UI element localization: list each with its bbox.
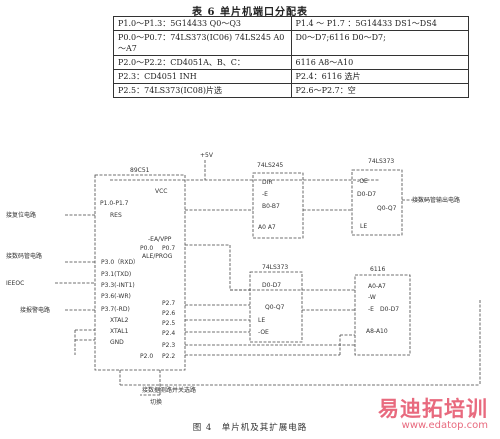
table-title: 表 6 单片机端口分配表 xyxy=(192,7,308,18)
mcu-pin-label: GND xyxy=(110,339,124,346)
ext-label-reset: 接复位电路 xyxy=(6,211,36,219)
ext-label-display2: 接数码管电路 xyxy=(6,252,42,260)
ic6116-pin: A0-A7 xyxy=(368,283,386,290)
ic6116-pin: -W xyxy=(368,294,376,301)
ic373a-body xyxy=(351,169,403,236)
mcu-pin-label: P1.0-P1.7 xyxy=(100,200,129,207)
ic373b-pin: D0-D7 xyxy=(262,282,281,289)
ic245-pin: B0-B7 xyxy=(262,203,280,210)
mcu-pin-label: VCC xyxy=(155,188,167,195)
ic373a-pin: -OE xyxy=(357,178,368,185)
mcu-pin-label: P3.3(-INT1) xyxy=(101,282,135,289)
ext-label-rs: 接数据测路并关选路 xyxy=(142,386,196,394)
mcu-pin-label: P2.4 xyxy=(162,330,175,337)
mcu-pin-label: P0.0 xyxy=(140,245,153,252)
mcu-pin-label: P3.6(-WR) xyxy=(101,293,131,300)
watermark-text: 易迪拓培训 xyxy=(378,397,488,421)
table-cell: P0.0～P0.7：74LS373(IC06) 74LS245 A0～A7 xyxy=(113,30,292,56)
mcu-pin-label: P2.2 xyxy=(162,353,175,360)
mcu-pin-label: P2.6 xyxy=(162,310,175,317)
ic373a-name: 74LS373 xyxy=(368,158,394,165)
table-row: P2.3：CD4051 INH P2.4：6116 选片 xyxy=(113,69,469,84)
ic6116-name: 6116 xyxy=(370,266,385,273)
vcc-label: +5V xyxy=(200,152,214,159)
table-row: P2.5：74LS373(IC08)片选 P2.6～P2.7：空 xyxy=(113,83,469,98)
ic245-pin: -E xyxy=(262,191,268,198)
ic245-pin: DIR xyxy=(262,179,273,186)
ext-label-alarm: 接报警电路 xyxy=(20,306,50,314)
mcu-pin-label: P3.1(TXD) xyxy=(101,271,131,278)
mcu-pin-label: P2.3 xyxy=(162,342,175,349)
ic373b-pin: LE xyxy=(258,317,265,324)
ic6116-pin: -E xyxy=(368,306,374,313)
ic373b-pin: Q0-Q7 xyxy=(265,304,285,311)
mcu-pin-label: -EA/VPP xyxy=(148,236,172,243)
mcu-pin-label: P2.0 xyxy=(140,353,153,360)
mcu-pin-label: P3.0（RXD） xyxy=(101,259,139,266)
mcu-pin-label: P2.5 xyxy=(162,320,175,327)
mcu-pin-label: P3.7(-RD) xyxy=(101,306,130,313)
mcu-pin-label: P2.7 xyxy=(162,300,175,307)
ic373b-pin: -OE xyxy=(258,329,269,336)
mcu-pin-label: RES xyxy=(110,212,122,219)
mcu-pin-label: ALE/PROG xyxy=(142,253,173,260)
ic245-body xyxy=(252,172,304,239)
watermark: 易迪拓培训 www.edatop.com xyxy=(378,393,488,431)
mcu-name: 89C51 xyxy=(130,167,150,174)
ic373a-pin: D0-D7 xyxy=(357,191,376,198)
table-cell: P2.6～P2.7：空 xyxy=(290,83,469,98)
watermark-url: www.edatop.com xyxy=(401,420,488,431)
ic6116-pin: D0-D7 xyxy=(380,306,399,313)
ic6116-body xyxy=(354,274,411,356)
mcu-pin-label: XTAL2 xyxy=(110,317,129,324)
table-row: P0.0～P0.7：74LS373(IC06) 74LS245 A0～A7 D0… xyxy=(113,30,469,56)
ic373a-pin: LE xyxy=(360,223,367,230)
mcu-body xyxy=(94,174,186,371)
ext-label-display: 接数码管输出电路 xyxy=(412,196,460,204)
mcu-pin-label: P0.7 xyxy=(162,245,175,252)
ic373b-body xyxy=(249,271,303,343)
ic373b-name: 74LS373 xyxy=(262,264,288,271)
ic245-pin: A0 A7 xyxy=(258,224,276,231)
mcu-pin-label: XTAL1 xyxy=(110,328,129,335)
ext-label-switch: 切换 xyxy=(150,398,162,406)
port-allocation-table: P1.0～P1.3：5G14433 Q0～Q3 P1.4 ～ P1.7 ：5G1… xyxy=(113,16,469,98)
ext-label-eoc: IEEOC xyxy=(6,280,24,287)
ic245-name: 74LS245 xyxy=(257,162,283,169)
ic6116-pin: A8-A10 xyxy=(366,328,388,335)
ic373a-pin: Q0-Q7 xyxy=(377,205,397,212)
figure-caption: 图 4 单片机及其扩展电路 xyxy=(192,423,308,433)
